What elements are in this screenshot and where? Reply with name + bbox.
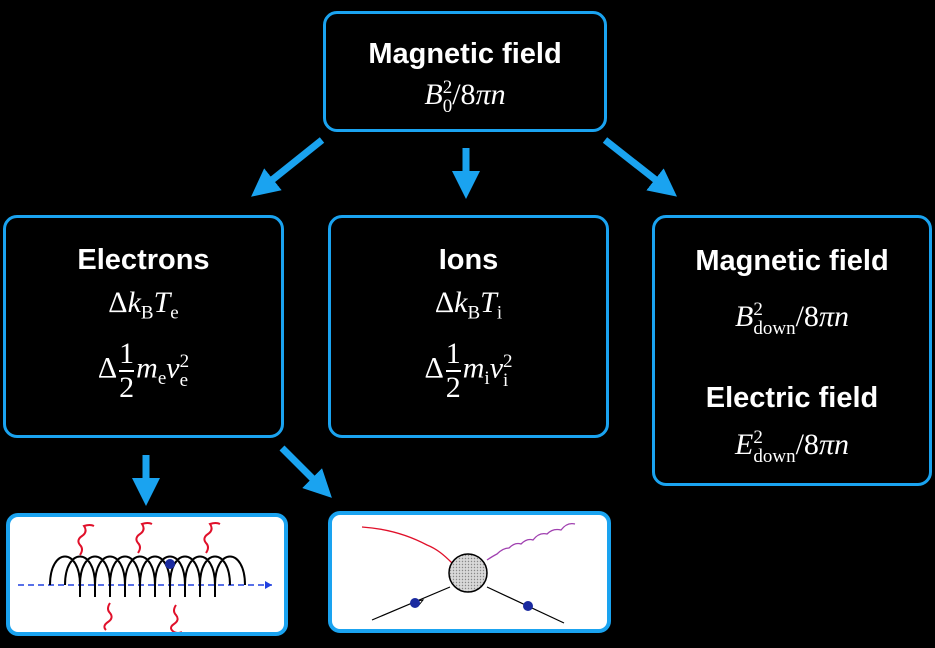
electron-temperature-formula: ΔkBTe [108, 286, 179, 324]
scattering-diagram-icon [361, 522, 576, 624]
box-heading: Electric field [705, 382, 879, 414]
box-heading: Ions [438, 244, 499, 276]
arrow-down-right-icon [602, 137, 678, 197]
gyration-panel [6, 513, 288, 636]
box-heading: Electrons [77, 244, 210, 276]
scattering-panel [328, 511, 611, 633]
box-heading: Magnetic field [695, 245, 889, 277]
box-heading: Magnetic field [368, 38, 562, 70]
arrow-down-right-icon [279, 445, 332, 498]
arrow-down-left-icon [251, 137, 325, 197]
ion-temperature-formula: ΔkBTi [434, 286, 503, 324]
gyration-diagram-icon [18, 522, 272, 634]
